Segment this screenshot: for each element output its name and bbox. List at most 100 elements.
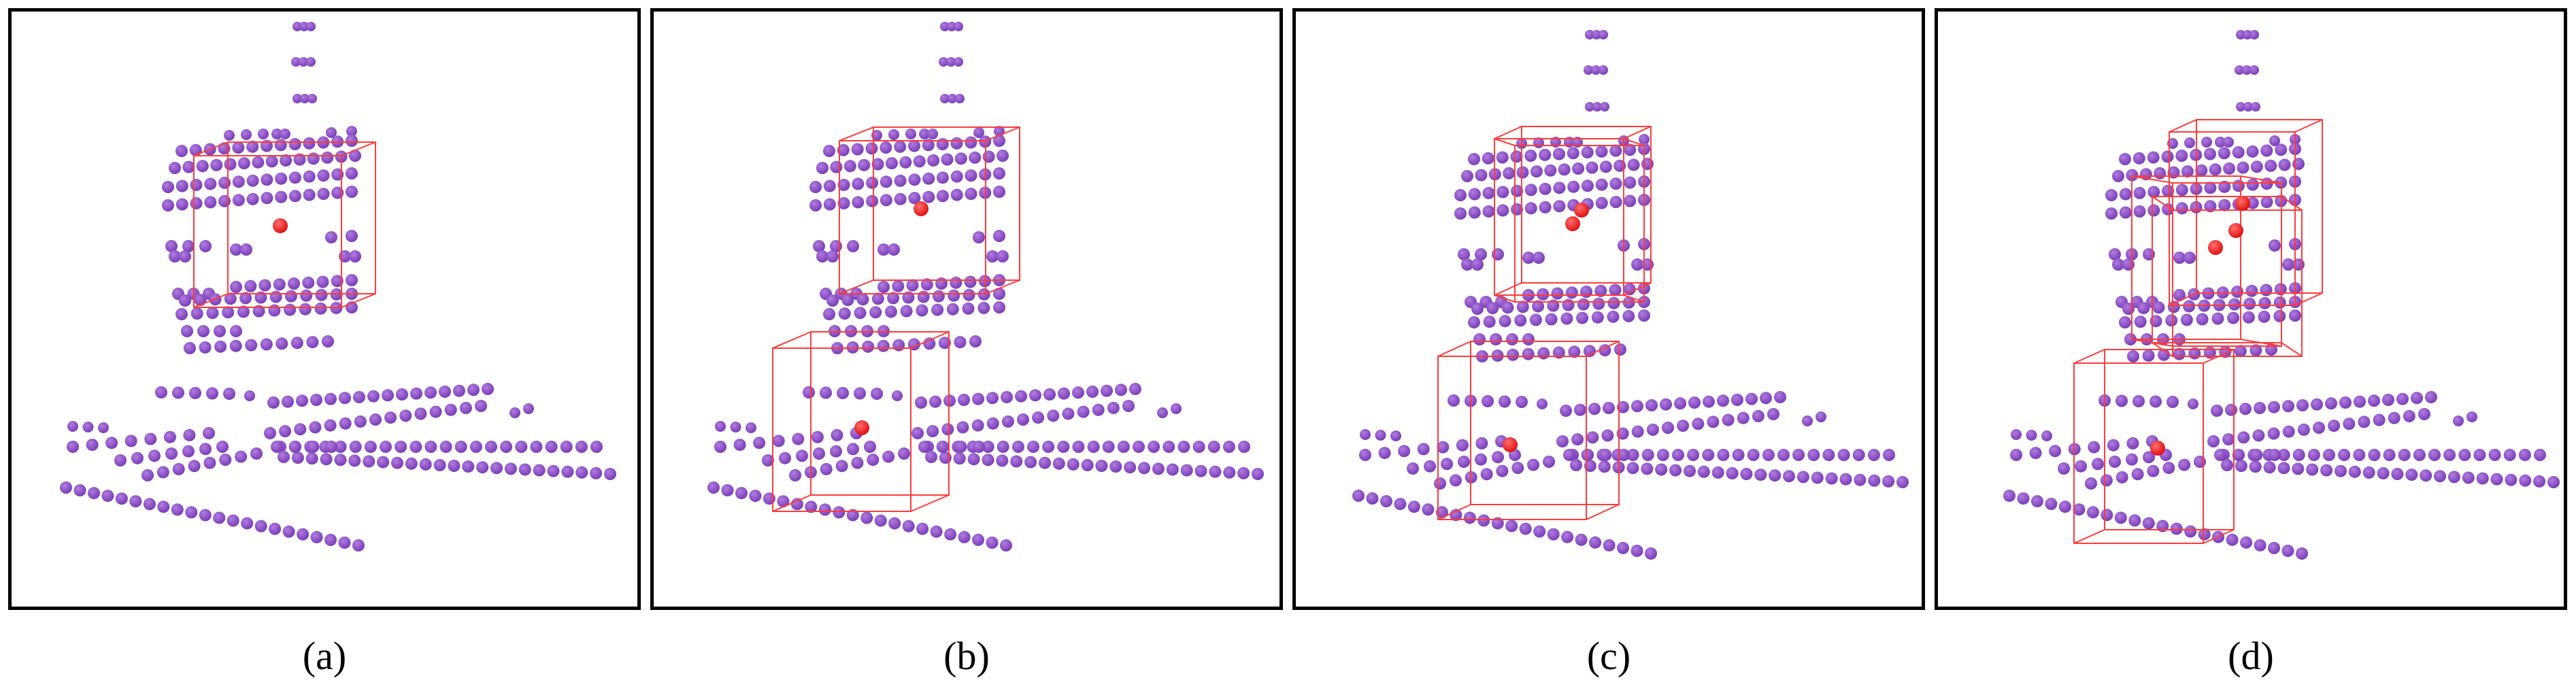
cloud-point xyxy=(1499,395,1511,408)
cloud-point xyxy=(2462,471,2475,484)
cloud-point xyxy=(2411,392,2423,405)
cloud-point xyxy=(958,394,970,406)
cloud-point xyxy=(938,337,951,350)
cloud-point xyxy=(453,384,465,397)
cloud-point xyxy=(475,400,487,412)
cloud-point xyxy=(948,94,957,103)
cloud-point xyxy=(2222,433,2235,446)
cloud-point xyxy=(1567,147,1579,160)
cloud-point xyxy=(148,449,161,462)
cloud-point xyxy=(1645,399,1658,411)
cloud-point xyxy=(288,277,300,290)
cloud-point xyxy=(1366,492,1379,505)
cloud-point xyxy=(2073,503,2086,516)
cloud-point xyxy=(2017,492,2030,505)
cloud-point xyxy=(777,495,790,508)
cloud-point xyxy=(1483,316,1496,328)
cloud-point xyxy=(2339,396,2352,409)
cloud-point xyxy=(189,387,201,399)
cloud-point xyxy=(1697,465,1710,478)
cloud-point xyxy=(1669,464,1682,477)
cloud-point xyxy=(753,437,766,449)
cloud-point xyxy=(965,169,977,182)
cloud-point xyxy=(1641,158,1654,170)
cloud-point xyxy=(796,449,808,462)
cloud-point xyxy=(880,175,892,188)
cloud-point xyxy=(310,394,322,406)
cloud-point xyxy=(1568,345,1581,358)
point-cloud-d xyxy=(2003,30,2560,560)
cloud-point xyxy=(1375,430,1386,441)
cloud-point xyxy=(395,441,407,453)
cloud-point xyxy=(1641,258,1654,271)
cloud-point xyxy=(2133,205,2146,218)
cloud-point xyxy=(305,452,318,465)
cloud-point xyxy=(2252,429,2265,442)
cloud-point xyxy=(1490,333,1502,345)
cloud-point xyxy=(1516,301,1529,313)
cloud-point xyxy=(1595,197,1608,209)
cloud-point xyxy=(721,484,734,496)
cloud-point xyxy=(2458,449,2471,461)
cloud-point xyxy=(813,240,825,252)
cloud-point xyxy=(1655,463,1668,476)
cloud-point xyxy=(1726,467,1739,479)
cloud-point xyxy=(877,339,890,352)
cloud-point xyxy=(916,522,929,535)
cloud-point xyxy=(917,290,930,303)
cloud-point xyxy=(1458,456,1470,468)
cloud-point xyxy=(2119,206,2132,219)
cloud-point xyxy=(887,292,900,305)
cloud-point xyxy=(1811,471,1824,484)
cloud-point xyxy=(811,430,824,443)
cloud-point xyxy=(306,336,319,349)
cloud-point xyxy=(894,192,907,205)
cloud-point xyxy=(2201,137,2212,148)
cloud-point xyxy=(2338,449,2351,461)
cloud-point xyxy=(575,441,588,453)
cloud-point xyxy=(279,425,292,438)
cloud-point xyxy=(1703,395,1715,408)
cloud-point xyxy=(993,186,1005,198)
cloud-point xyxy=(2147,151,2160,164)
cloud-point xyxy=(2115,394,2128,407)
cloud-point xyxy=(867,454,880,466)
cloud-point xyxy=(246,192,259,205)
cloud-point xyxy=(2547,476,2560,488)
cloud-point xyxy=(182,240,195,252)
cloud-point xyxy=(2228,298,2241,311)
cloud-point xyxy=(1475,437,1488,449)
cloud-point xyxy=(2260,196,2273,209)
cloud-point xyxy=(306,22,316,31)
cloud-point xyxy=(2383,449,2396,461)
cloud-point xyxy=(2260,284,2273,296)
cloud-point xyxy=(918,441,931,453)
cloud-point xyxy=(290,337,303,350)
cloud-point xyxy=(1238,441,1250,453)
cloud-point xyxy=(1052,457,1065,470)
cloud-point xyxy=(982,441,994,453)
seed-point xyxy=(273,218,288,233)
cloud-point xyxy=(288,171,301,184)
cloud-point xyxy=(2236,30,2245,39)
cloud-point xyxy=(302,276,315,289)
cloud-point xyxy=(274,139,287,152)
cloud-point xyxy=(2184,252,2196,264)
cloud-point xyxy=(869,306,882,319)
cloud-point xyxy=(1539,182,1552,195)
cloud-point xyxy=(303,137,316,150)
cloud-point xyxy=(2142,517,2155,530)
cloud-point xyxy=(2029,447,2042,460)
cloud-point xyxy=(244,279,257,292)
cloud-point xyxy=(2269,135,2280,146)
cloud-point xyxy=(1506,333,1518,345)
cloud-point xyxy=(2243,102,2253,112)
cloud-point xyxy=(1407,462,1419,475)
cloud-point xyxy=(2143,248,2155,260)
cloud-point xyxy=(1732,449,1745,461)
cloud-point xyxy=(183,428,196,441)
cloud-point xyxy=(993,301,1005,313)
cloud-point xyxy=(916,304,929,317)
cloud-point xyxy=(1422,503,1435,516)
cloud-point xyxy=(124,435,137,447)
